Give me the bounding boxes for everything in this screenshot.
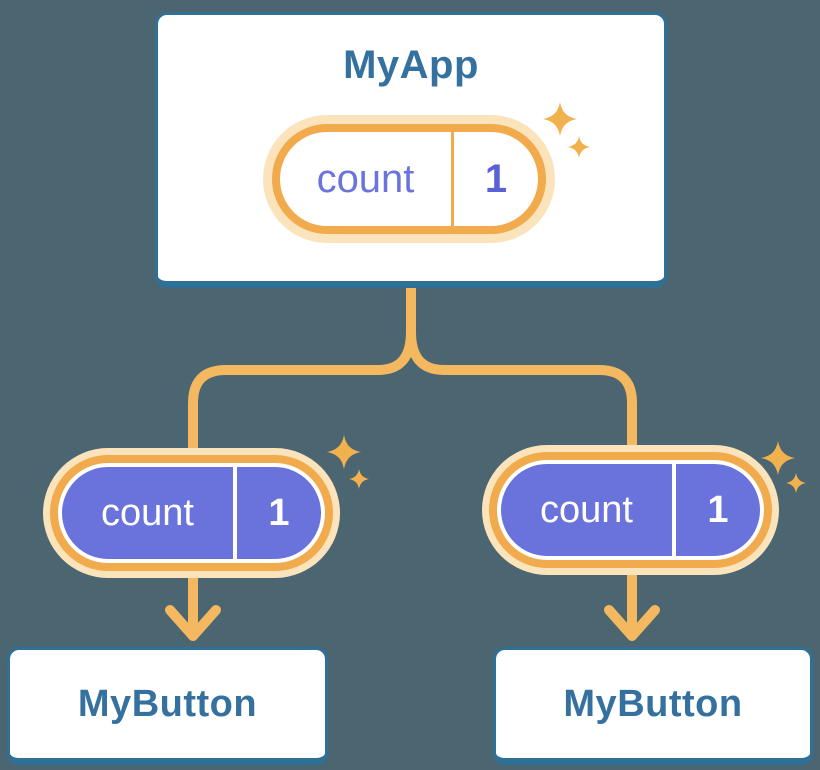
sparkle-icon xyxy=(327,435,369,489)
state-value: 1 xyxy=(707,488,729,531)
arrow-left-head xyxy=(165,605,221,641)
sparkle-icon xyxy=(761,441,806,493)
component-node-mybutton-right: MyButton xyxy=(493,647,813,765)
state-name-label: count xyxy=(540,488,633,531)
state-pill-child-right: count 1 xyxy=(497,460,764,560)
state-value: 1 xyxy=(484,156,508,201)
state-value: 1 xyxy=(268,491,290,534)
pill-divider xyxy=(233,467,237,559)
component-title-mybutton-left: MyButton xyxy=(77,682,258,725)
component-node-mybutton-left: MyButton xyxy=(7,647,328,765)
state-pill-root: count 1 xyxy=(272,124,546,234)
state-pill-child-left: count 1 xyxy=(58,463,325,563)
component-title-myapp: MyApp xyxy=(343,43,479,87)
arrow-right-head xyxy=(604,605,660,641)
pill-divider xyxy=(451,132,454,226)
state-name-label: count xyxy=(316,156,415,201)
component-title-mybutton-right: MyButton xyxy=(563,682,743,725)
pill-divider xyxy=(672,464,676,556)
branch-left-line xyxy=(188,280,416,456)
state-name-label: count xyxy=(101,491,194,534)
branch-right-line xyxy=(406,280,637,453)
